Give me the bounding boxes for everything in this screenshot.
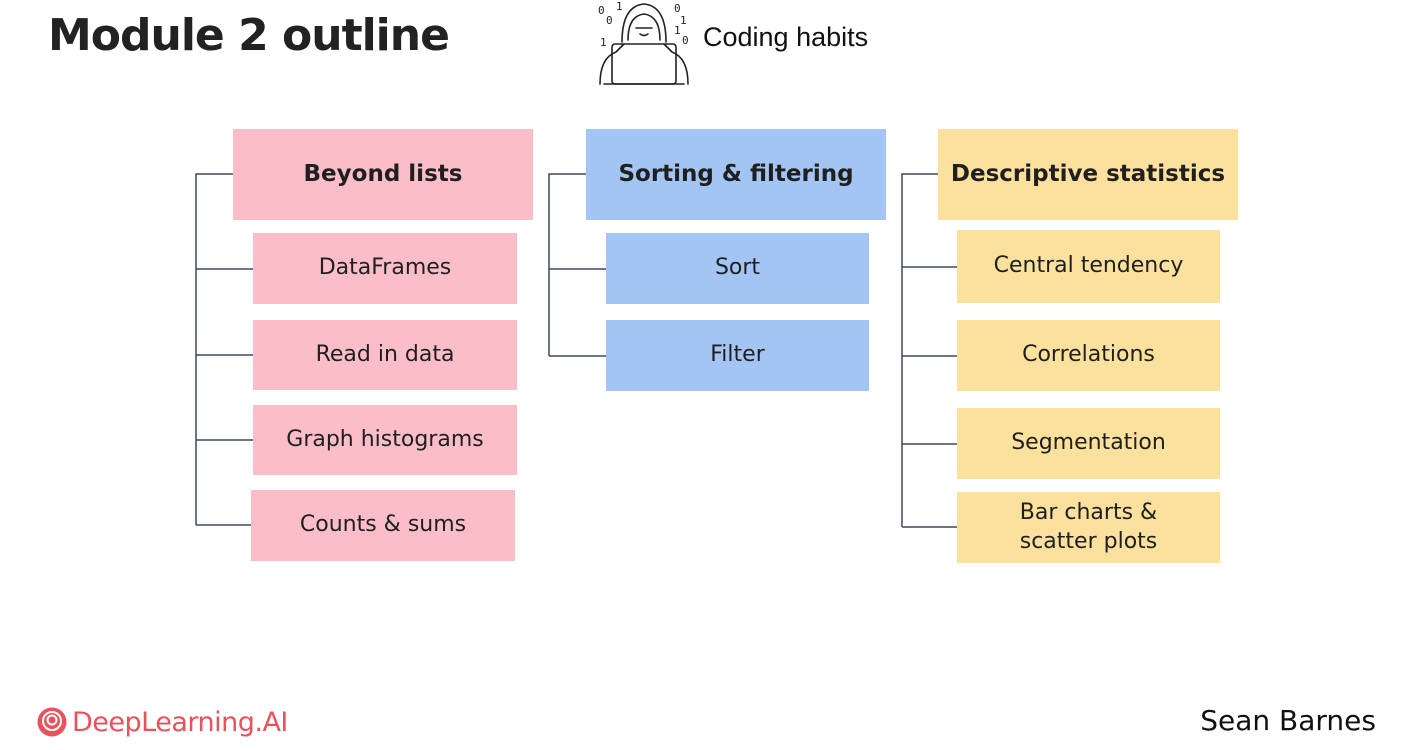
descriptive-connector <box>901 173 957 528</box>
descriptive-statistics-heading: Descriptive statistics <box>938 129 1238 220</box>
sorting-filtering-heading: Sorting & filtering <box>586 129 886 220</box>
bar-charts-scatter-plots-item: Bar charts & scatter plots <box>957 492 1220 563</box>
svg-text:0: 0 <box>598 4 605 17</box>
segmentation-item: Segmentation <box>957 408 1220 479</box>
presenter-name: Sean Barnes <box>1200 704 1376 737</box>
svg-text:1: 1 <box>674 24 681 37</box>
hacker-laptop-icon: 00 11 01 01 <box>598 0 689 85</box>
page-title: Module 2 outline <box>48 10 450 61</box>
svg-text:1: 1 <box>600 36 607 49</box>
svg-text:0: 0 <box>682 34 689 47</box>
svg-text:0: 0 <box>674 2 681 15</box>
svg-text:0: 0 <box>606 14 613 27</box>
graph-histograms-item: Graph histograms <box>253 405 517 475</box>
sort-item: Sort <box>606 233 869 304</box>
counts-sums-item: Counts & sums <box>251 490 515 561</box>
correlations-item: Correlations <box>957 320 1220 391</box>
deeplearning-ai-logo-icon <box>37 707 67 737</box>
read-in-data-item: Read in data <box>253 320 517 390</box>
central-tendency-item: Central tendency <box>957 230 1220 303</box>
brand-name: DeepLearning.AI <box>72 706 288 738</box>
beyond-lists-connector <box>195 173 253 526</box>
svg-text:1: 1 <box>680 14 687 27</box>
svg-text:1: 1 <box>616 0 623 13</box>
coding-habits-label: Coding habits <box>703 22 869 52</box>
dataframes-item: DataFrames <box>253 233 517 304</box>
beyond-lists-heading: Beyond lists <box>233 129 533 220</box>
brand-logo: DeepLearning.AI <box>36 706 288 738</box>
filter-item: Filter <box>606 320 869 391</box>
